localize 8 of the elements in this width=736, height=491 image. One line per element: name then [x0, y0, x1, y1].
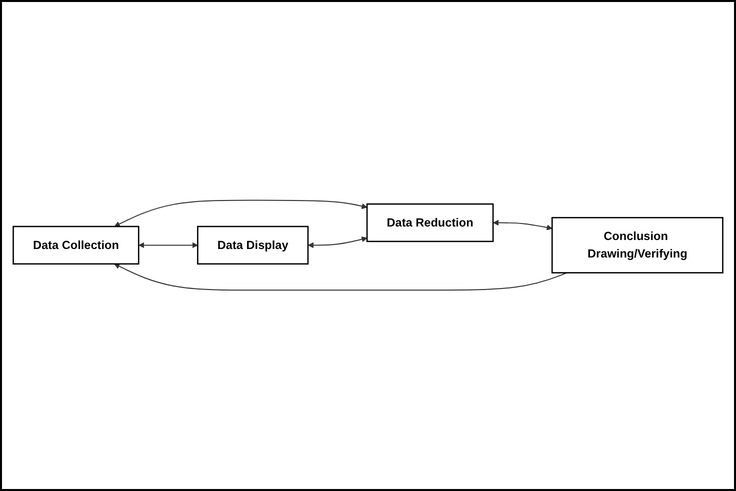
node-box: Conclusion Drawing/Verifying: [551, 217, 724, 274]
arrow: [138, 242, 198, 248]
arrow: [114, 200, 368, 227]
arrow: [308, 236, 368, 248]
node-box: Data Display: [197, 226, 309, 265]
arrow: [493, 220, 552, 231]
node-box: Data Collection: [12, 226, 140, 265]
node-box: Data Reduction: [366, 204, 494, 242]
